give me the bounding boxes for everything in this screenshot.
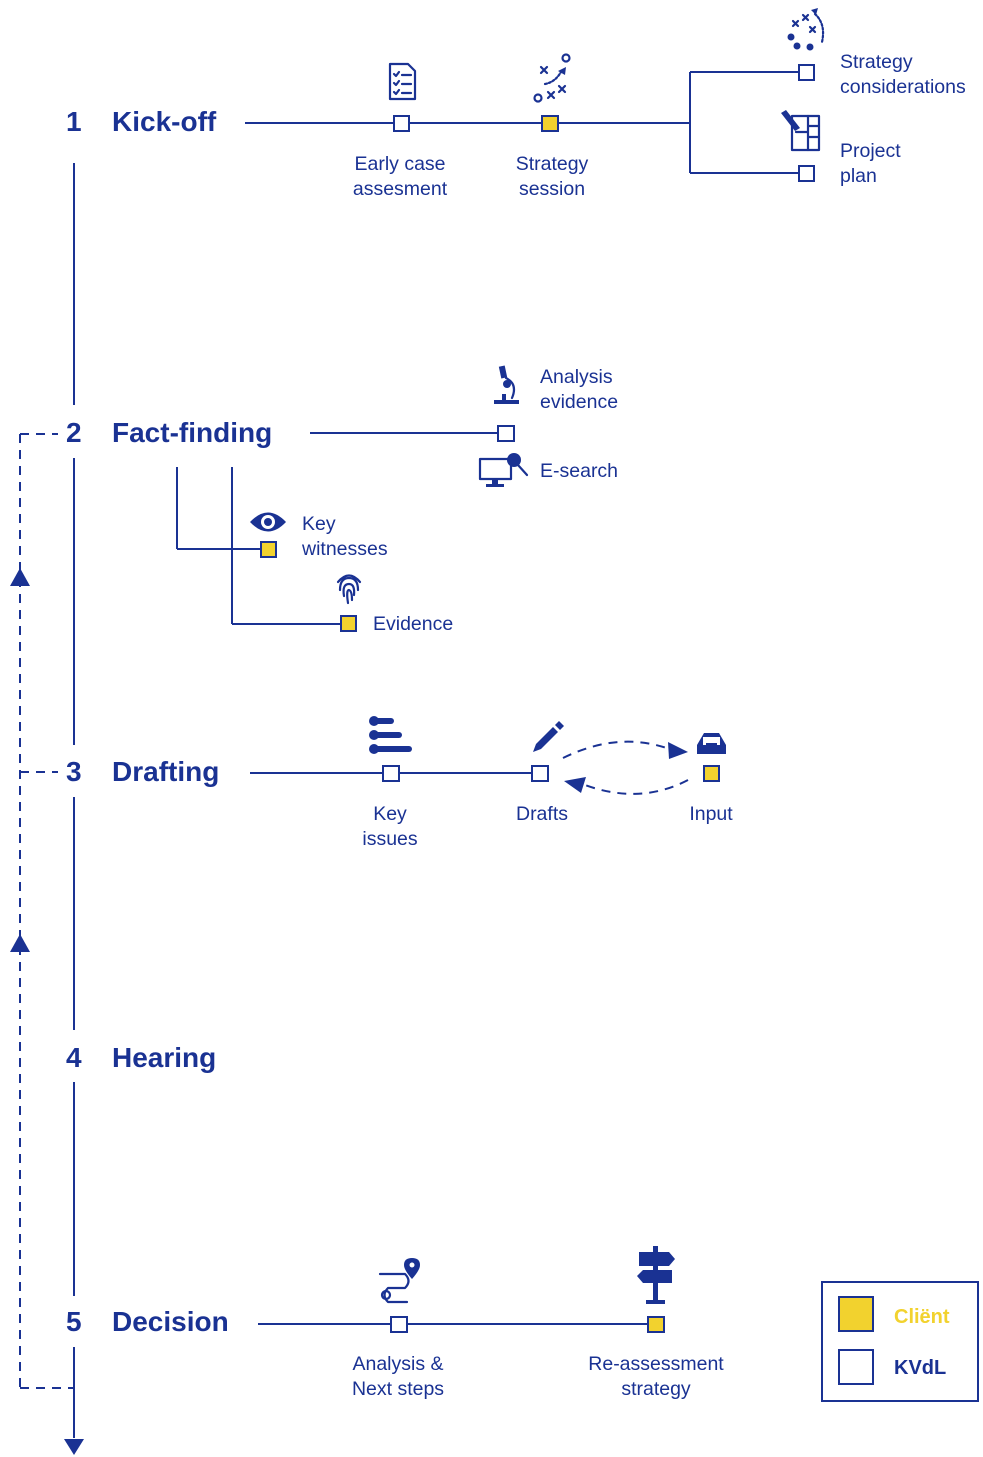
phase-number: 4 (66, 1042, 82, 1073)
step-label: considerations (840, 76, 966, 98)
phase-number: 5 (66, 1306, 82, 1337)
step-label: witnesses (301, 538, 388, 560)
step-reassessment-strategy: Re-assessment strategy (588, 1246, 724, 1400)
phase-3: 3 Drafting (66, 756, 219, 787)
step-label: Strategy (840, 51, 913, 73)
step-label: strategy (621, 1378, 691, 1400)
step-label: Next steps (352, 1378, 444, 1400)
step-label: Re-assessment (588, 1353, 724, 1375)
legend-kvdl-label: KVdL (894, 1357, 946, 1379)
legend-kvdl-swatch (838, 1349, 874, 1385)
kvdl-node (798, 165, 815, 182)
step-analysis-next-steps: Analysis & Next steps (352, 1258, 444, 1400)
factfinding-branch (176, 432, 498, 625)
phase-2: 2 Fact-finding (66, 417, 272, 448)
legend-client-swatch (838, 1296, 874, 1332)
kvdl-node (390, 1316, 408, 1333)
client-node (260, 541, 277, 558)
kvdl-node (798, 64, 815, 81)
drafting-branch (250, 740, 689, 795)
step-key-witnesses: Key witnesses (250, 512, 388, 560)
arrow-to-drafts-icon (564, 777, 586, 793)
phase-title: Hearing (112, 1042, 216, 1073)
step-early-case-assessment: Early case assesment (353, 62, 448, 200)
step-label: assesment (353, 178, 448, 200)
arrow-to-input-icon (668, 742, 688, 759)
fingerprint-icon (336, 574, 362, 605)
legend-client-label: Cliënt (894, 1306, 950, 1328)
step-key-issues: Key issues (362, 716, 418, 850)
step-evidence: Evidence (336, 574, 453, 635)
step-label: E-search (540, 460, 618, 482)
eye-icon (250, 512, 286, 532)
microscope-icon (494, 365, 519, 404)
step-label: Evidence (373, 613, 453, 635)
numbered-list-icon (369, 716, 412, 754)
step-input: Input (689, 733, 733, 825)
step-label: evidence (540, 391, 618, 413)
step-strategy-considerations: Strategy considerations (787, 8, 966, 98)
kickoff-branch (245, 71, 798, 174)
step-strategy-session: Strategy session (516, 53, 589, 200)
play-diagram-icon (787, 8, 825, 51)
step-label: Drafts (516, 803, 568, 825)
timeline-arrow-down-icon (64, 1439, 84, 1455)
phase-number: 1 (66, 106, 82, 137)
loop-arrow-up-icon (10, 934, 30, 952)
legend: Cliënt KVdL (821, 1281, 979, 1402)
client-node (340, 615, 357, 632)
phase-title: Kick-off (112, 106, 217, 137)
blueprint-icon (781, 110, 821, 152)
client-node (541, 115, 559, 132)
pencil-icon (533, 721, 564, 752)
step-label: plan (840, 165, 877, 187)
route-map-icon (378, 1258, 420, 1304)
client-node (703, 765, 720, 782)
checklist-document-icon (388, 62, 417, 101)
step-label: Input (689, 803, 733, 825)
step-drafts: Drafts (516, 721, 568, 825)
step-label: Project (840, 140, 901, 162)
signpost-icon (637, 1246, 675, 1304)
step-label: Key (302, 513, 336, 535)
step-label: Key (373, 803, 407, 825)
inbox-icon (697, 733, 726, 754)
phase-1: 1 Kick-off (66, 106, 217, 137)
step-label: Strategy (516, 153, 589, 175)
step-analysis-evidence: Analysis evidence (494, 365, 618, 442)
step-e-search: E-search (478, 453, 618, 487)
kvdl-node (531, 765, 549, 782)
phase-5: 5 Decision (66, 1306, 229, 1337)
step-label: Analysis & (352, 1353, 443, 1375)
phase-number: 2 (66, 417, 82, 448)
kvdl-node (393, 115, 410, 132)
step-project-plan: Project plan (781, 110, 901, 187)
tactics-board-icon (533, 53, 571, 103)
monitor-search-icon (478, 453, 529, 487)
phase-number: 3 (66, 756, 82, 787)
phase-title: Drafting (112, 756, 219, 787)
feedback-loop (10, 433, 74, 1389)
phase-title: Decision (112, 1306, 229, 1337)
step-label: session (519, 178, 585, 200)
loop-arrow-up-icon (10, 568, 30, 586)
step-label: Analysis (540, 366, 613, 388)
kvdl-node (382, 765, 400, 782)
phase-4: 4 Hearing (66, 1042, 216, 1073)
main-timeline (64, 163, 84, 1455)
step-label: Early case (354, 153, 445, 175)
phase-title: Fact-finding (112, 417, 272, 448)
client-node (647, 1316, 665, 1333)
kvdl-node (497, 425, 515, 442)
step-label: issues (362, 828, 418, 850)
